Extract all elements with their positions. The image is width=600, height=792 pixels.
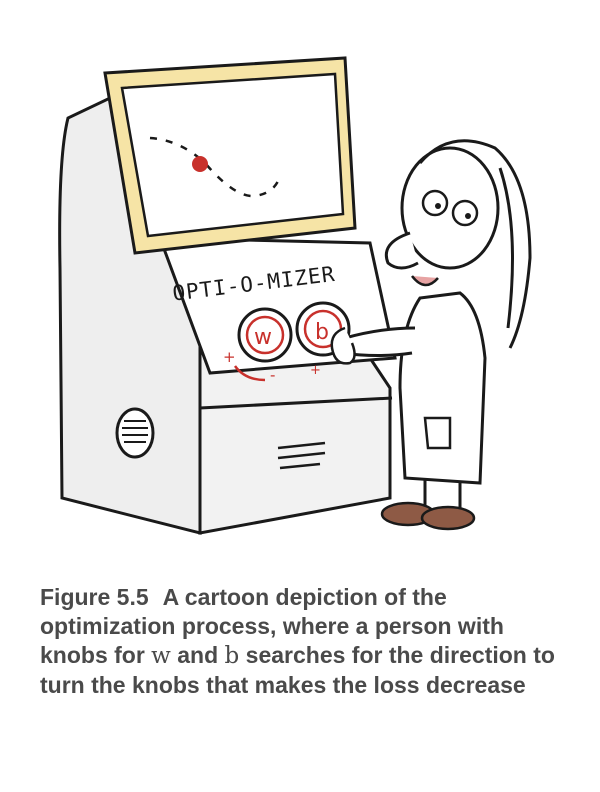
person-mouth <box>411 275 439 287</box>
person-pupil-right <box>465 213 471 219</box>
figure-label: Figure 5.5 <box>40 584 149 610</box>
person-eye-right <box>451 199 479 227</box>
caption-var-b: b <box>224 643 240 669</box>
optimizer-cartoon: OPTI-O-MIZER w b + - + <box>58 56 532 535</box>
screen <box>120 72 345 238</box>
person-eye-left <box>421 189 449 217</box>
speaker-lines <box>122 420 148 443</box>
person-hair <box>418 139 532 349</box>
person-shoe-right <box>420 505 476 531</box>
vent-lines <box>277 441 326 470</box>
person-nose <box>384 231 419 270</box>
person-head <box>400 146 500 270</box>
person-pupil-left <box>435 203 441 209</box>
loss-curve <box>149 136 282 198</box>
knob-w-label: w <box>254 325 272 350</box>
caption-var-w: w <box>151 643 171 669</box>
knob-w-inner <box>245 315 285 355</box>
ball <box>192 156 208 172</box>
person-body <box>398 291 487 485</box>
caption-text-2: and <box>177 642 219 668</box>
knob-minus-sign: - <box>270 366 275 384</box>
ledge-line <box>199 396 393 410</box>
person-pocket <box>423 416 452 450</box>
speaker-icon <box>115 407 155 459</box>
knob-plus-sign-b: + <box>310 363 321 378</box>
knob-b-label: b <box>315 320 329 345</box>
knob-plus-sign: + <box>223 348 236 366</box>
caption-text-3: searches for the direction to turn the k… <box>40 642 555 698</box>
caption-text-1: A cartoon depiction of the optimization … <box>40 584 504 668</box>
rotate-arrow-icon <box>233 365 266 382</box>
person-hand <box>330 326 356 365</box>
